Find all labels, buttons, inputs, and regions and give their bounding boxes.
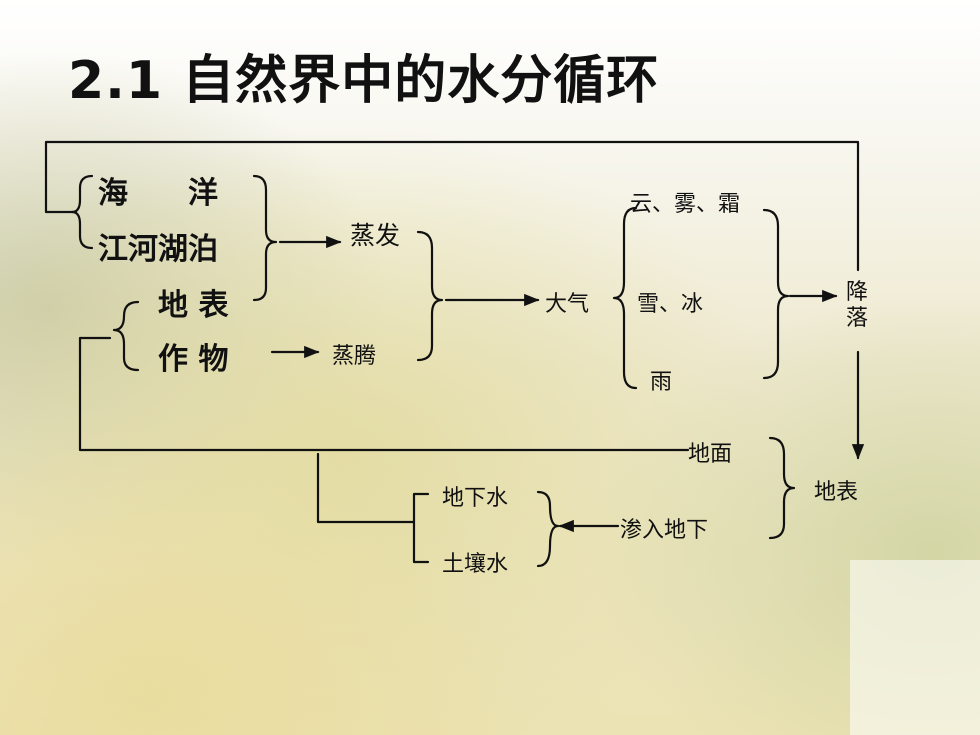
label-surface: 地表: [814, 480, 859, 505]
label-crops: 作 物: [158, 342, 229, 377]
label-rivers-lakes: 江河湖泊: [98, 232, 218, 267]
label-evaporation: 蒸发: [350, 221, 401, 250]
bracket-right-sources: [252, 174, 278, 302]
label-snow-ice: 雪、冰: [637, 292, 704, 317]
underground-link-line: [316, 452, 416, 524]
label-rain: 雨: [650, 370, 673, 395]
bracket-atmosphere-left: [612, 206, 638, 390]
bracket-processes: [416, 230, 444, 362]
label-atmosphere: 大气: [545, 292, 590, 317]
bracket-left-sources: [70, 174, 94, 250]
bracket-underground-left: [412, 492, 430, 564]
ground-return-line: [78, 336, 690, 452]
label-land-surface: 地 表: [158, 288, 229, 323]
label-soil-water: 土壤水: [442, 552, 509, 577]
label-ocean: 海 洋: [98, 176, 218, 211]
slide-title: 2.1 自然界中的水分循环: [68, 51, 660, 111]
label-ground: 地面: [688, 442, 733, 467]
label-infiltration: 渗入地下: [620, 518, 709, 543]
bracket-surface: [768, 436, 796, 540]
label-groundwater: 地下水: [442, 486, 509, 511]
bracket-underground-right: [536, 490, 560, 568]
label-precipitation: 降落: [846, 280, 869, 331]
label-transpiration: 蒸腾: [332, 344, 377, 369]
bracket-atmosphere-right: [762, 208, 790, 380]
return-loop-line: [44, 140, 860, 272]
bracket-left-land: [112, 300, 140, 372]
label-cloud-fog-frost: 云、雾、霜: [630, 192, 741, 217]
